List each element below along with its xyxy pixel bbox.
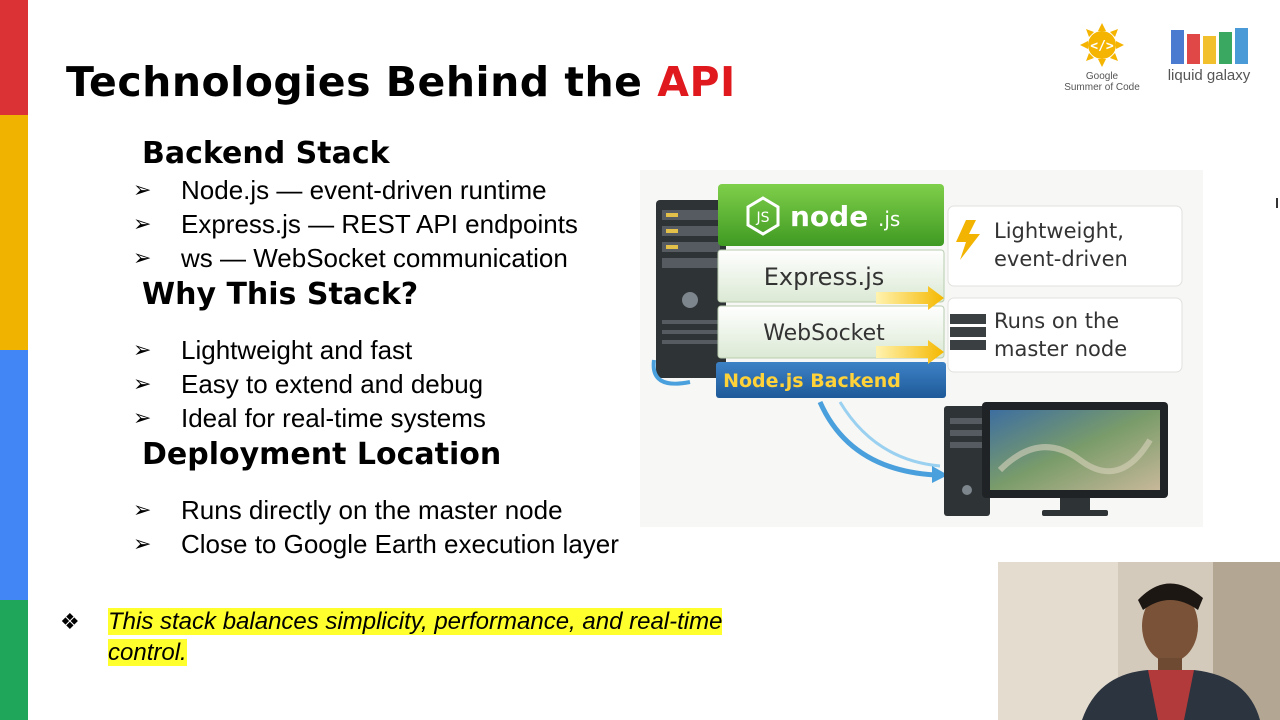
callout-lightweight: Lightweight, event-driven	[947, 205, 1183, 287]
layer-label-express: Express.js	[764, 263, 885, 291]
section-heading-why-this-stack: Why This Stack?	[142, 277, 419, 312]
stripe-green	[0, 600, 28, 720]
list-item-text: Ideal for real-time systems	[181, 403, 486, 433]
list-item: ➢ Runs directly on the master node	[133, 493, 619, 527]
desktop-computer-icon	[944, 402, 1168, 516]
connection-lines	[651, 359, 948, 483]
list-item-text: Node.js — event-driven runtime	[181, 175, 547, 205]
callout-2-line-2: master node	[994, 337, 1127, 361]
list-item-text: Express.js — REST API endpoints	[181, 209, 578, 239]
svg-text:.js: .js	[878, 207, 900, 231]
arrow-bullet-icon: ➢	[133, 497, 152, 522]
section-heading-deployment-location: Deployment Location	[142, 437, 502, 472]
callout-master-node: Runs on the master node	[947, 297, 1183, 373]
cursor-mark	[1276, 198, 1278, 208]
layer-label-backend: Node.js Backend	[723, 370, 901, 392]
diamond-bullet-icon: ❖	[60, 609, 80, 634]
websocket-layer: WebSocket	[717, 305, 945, 359]
list-item: ➢ Express.js — REST API endpoints	[133, 207, 578, 241]
nodejs-logo-icon: JS node .js	[746, 196, 900, 236]
svg-text:</>: </>	[1090, 39, 1114, 54]
liquid-galaxy-text: liquid galaxy	[1167, 67, 1251, 84]
nodejs-layer: JS node .js	[718, 184, 944, 246]
title-main-text: Technologies Behind the	[66, 58, 658, 106]
bullet-list-why-this-stack: ➢ Lightweight and fast ➢ Easy to extend an…	[133, 333, 486, 435]
slide-title: Technologies Behind the API	[66, 58, 736, 106]
arrow-bullet-icon: ➢	[133, 245, 152, 270]
stripe-yellow	[0, 115, 28, 350]
arrow-bullet-icon: ➢	[133, 211, 152, 236]
callout-2-line-1: Runs on the	[994, 309, 1119, 333]
gsoc-line-2: Summer of Code	[1064, 82, 1140, 93]
bullet-list-backend-stack: ➢ Node.js — event-driven runtime ➢ Express…	[133, 173, 578, 275]
liquid-galaxy-logo: liquid galaxy	[1164, 26, 1254, 84]
arrow-bullet-icon: ➢	[133, 371, 152, 396]
callout-1-line-1: Lightweight,	[994, 219, 1124, 243]
arrow-icons	[876, 286, 944, 364]
layer-label-websocket: WebSocket	[763, 321, 885, 346]
list-item: ➢ Close to Google Earth execution layer	[133, 527, 619, 561]
server-rack-icon	[950, 314, 986, 350]
title-highlight-text: API	[657, 58, 736, 106]
stripe-blue	[0, 350, 28, 600]
list-item-text: Runs directly on the master node	[181, 495, 563, 525]
gsoc-logo: </> Google Summer of Code	[1064, 22, 1140, 93]
svg-text:JS: JS	[755, 210, 769, 226]
arrow-bullet-icon: ➢	[133, 177, 152, 202]
bullet-list-deployment-location: ➢ Runs directly on the master node ➢ Close…	[133, 493, 619, 561]
express-layer: Express.js	[717, 249, 945, 303]
summary-note: ❖ This stack balances simplicity, perfor…	[58, 606, 758, 668]
summary-note-highlight: This stack balances simplicity, performa…	[108, 608, 723, 666]
list-item: ➢ ws — WebSocket communication	[133, 241, 578, 275]
nodejs-backend-layer: Node.js Backend	[716, 362, 946, 398]
presenter-video-icon	[998, 562, 1280, 720]
summary-note-text: This stack balances simplicity, performa…	[108, 606, 758, 668]
lightning-icon	[956, 220, 980, 260]
webcam-video-overlay	[998, 562, 1280, 720]
sidebar-color-stripe	[0, 0, 28, 720]
backend-stack-illustration: JS node .js Express.js WebSocket Node.js…	[640, 170, 1203, 527]
liquid-galaxy-bars-icon	[1164, 26, 1254, 64]
svg-text:node: node	[790, 200, 868, 233]
arrow-bullet-icon: ➢	[133, 405, 152, 430]
list-item: ➢ Ideal for real-time systems	[133, 401, 486, 435]
server-tower-icon	[656, 200, 726, 378]
callout-1-line-2: event-driven	[994, 247, 1128, 271]
list-item: ➢ Node.js — event-driven runtime	[133, 173, 578, 207]
section-heading-backend-stack: Backend Stack	[142, 136, 390, 171]
arrow-bullet-icon: ➢	[133, 531, 152, 556]
gsoc-sun-icon: </>	[1080, 23, 1124, 67]
arrow-bullet-icon: ➢	[133, 337, 152, 362]
list-item: ➢ Lightweight and fast	[133, 333, 486, 367]
list-item-text: ws — WebSocket communication	[181, 243, 568, 273]
list-item: ➢ Easy to extend and debug	[133, 367, 486, 401]
list-item-text: Lightweight and fast	[181, 335, 413, 365]
gsoc-line-1: Google	[1085, 71, 1119, 82]
list-item-text: Easy to extend and debug	[181, 369, 484, 399]
list-item-text: Close to Google Earth execution layer	[181, 529, 619, 559]
stripe-red	[0, 0, 28, 115]
